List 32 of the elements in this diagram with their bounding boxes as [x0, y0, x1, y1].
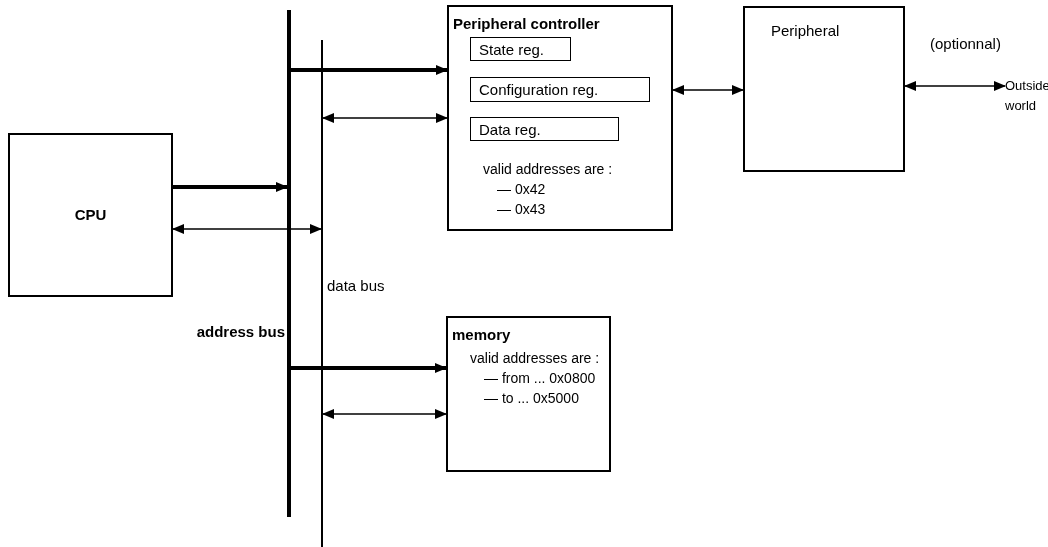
block-title: memory	[452, 325, 511, 345]
arrow	[173, 182, 288, 192]
register-label: State reg.	[479, 41, 545, 57]
block-box	[743, 6, 905, 172]
block-box	[446, 316, 611, 472]
address-text: — from ... 0x0800	[483, 369, 597, 388]
block-box	[8, 133, 173, 297]
block-title: Peripheral	[771, 21, 840, 41]
bus-label: address bus	[196, 322, 285, 342]
address-text: — 0x42	[496, 180, 547, 199]
register-box	[470, 117, 619, 141]
arrow	[322, 409, 447, 419]
register-label: Data reg.	[479, 121, 541, 137]
block-title: CPU	[74, 204, 107, 225]
register-box	[470, 37, 571, 61]
address-text: — to ... 0x5000	[483, 389, 580, 408]
register-label: Configuration reg.	[479, 82, 599, 97]
block-title: Peripheral controller	[453, 14, 600, 34]
bus-line	[321, 40, 323, 547]
arrow	[322, 113, 448, 123]
address-text: valid addresses are :	[483, 160, 613, 179]
arrow	[291, 65, 448, 75]
arrow	[172, 224, 322, 234]
arrow	[904, 81, 1006, 91]
address-text: valid addresses are :	[470, 349, 600, 368]
note-text: (optionnal)	[930, 34, 1001, 54]
arrow	[672, 85, 744, 95]
block-box	[447, 5, 673, 231]
address-text: — 0x43	[496, 200, 547, 219]
arrow	[291, 363, 447, 373]
register-box	[470, 77, 650, 102]
bus-label: data bus	[327, 276, 385, 296]
